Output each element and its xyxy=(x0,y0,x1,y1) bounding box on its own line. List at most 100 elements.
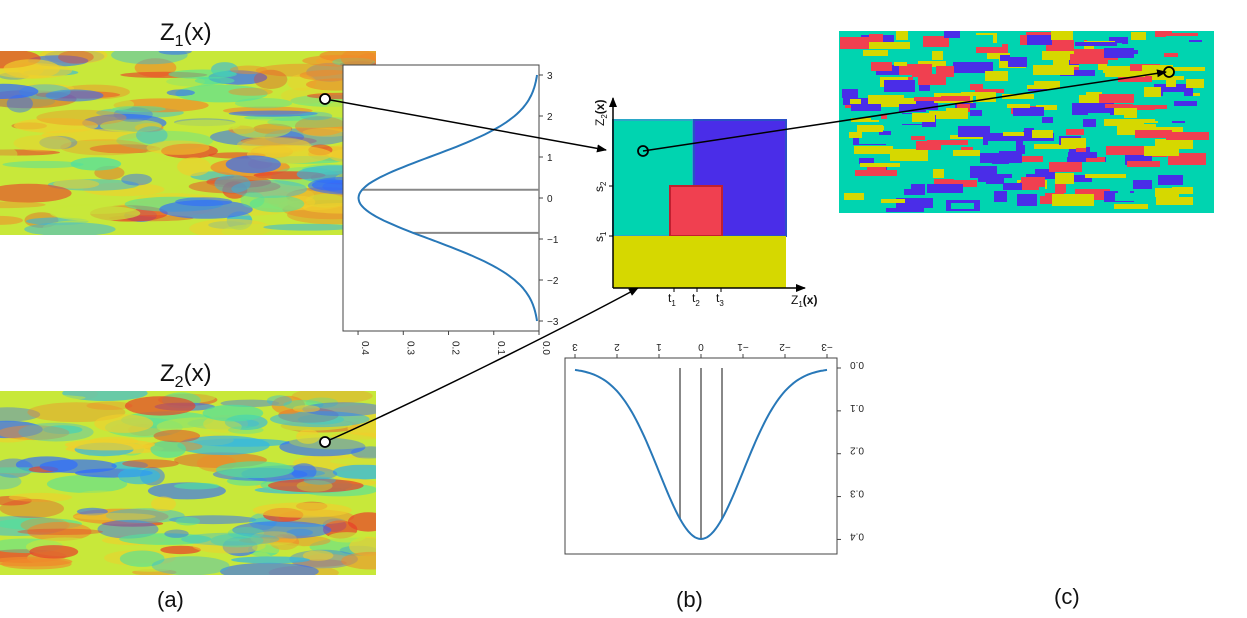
facies-patch xyxy=(844,193,864,200)
facies-patch xyxy=(849,132,862,138)
field-blob xyxy=(53,179,100,189)
field-blob xyxy=(268,478,364,493)
field-blob xyxy=(252,502,352,518)
facies-patch xyxy=(927,184,963,193)
facies-patch xyxy=(1155,31,1172,37)
facies-patch xyxy=(1172,187,1193,194)
field-blob xyxy=(0,147,18,161)
field-blob xyxy=(29,545,79,559)
facies-patch xyxy=(1072,103,1088,115)
field-blob xyxy=(0,420,43,439)
facies-patch xyxy=(1083,119,1096,127)
field-blob xyxy=(220,562,319,575)
y-tick-label: 0.3 xyxy=(850,488,864,499)
facies-patch xyxy=(1026,32,1068,37)
facies-patch xyxy=(1032,130,1053,138)
z2-title: Z2(x) xyxy=(160,360,212,391)
field-blob xyxy=(27,522,92,541)
y-tick-label: 0.4 xyxy=(850,530,864,541)
facies-patch xyxy=(1171,67,1205,71)
facies-patch xyxy=(1027,35,1052,45)
x-tick-label: 1 xyxy=(656,341,662,352)
field-blob xyxy=(0,425,70,441)
facies-patch xyxy=(879,131,891,138)
y-tick-label: −2 xyxy=(547,276,559,287)
field-blob xyxy=(39,135,78,150)
field-blob xyxy=(164,529,189,538)
facies-patch xyxy=(859,158,874,164)
facies-map-image xyxy=(839,31,1214,213)
field-blob xyxy=(8,492,73,502)
field-blob xyxy=(214,174,251,193)
facies-patch xyxy=(1130,105,1167,110)
field-blob xyxy=(58,51,94,64)
facies-patch xyxy=(911,198,926,206)
facies-patch xyxy=(1002,94,1034,99)
facies-patch xyxy=(976,44,1008,53)
facies-patch xyxy=(951,203,974,209)
x-tick-label: −2 xyxy=(779,341,791,352)
facies-patch xyxy=(1105,71,1145,77)
facies-patch xyxy=(1076,148,1086,152)
facies-patch xyxy=(1033,65,1074,75)
facies-patch xyxy=(887,179,911,189)
facies-patch xyxy=(985,71,1008,81)
facies-point-marker xyxy=(1163,66,1175,78)
field-blob xyxy=(20,517,70,533)
facies-patch xyxy=(1103,66,1138,73)
facies-patch xyxy=(899,64,932,75)
field-blob xyxy=(2,160,84,169)
y-tick-label: 1 xyxy=(547,153,553,164)
facies-patch xyxy=(859,135,896,144)
facies-patch xyxy=(877,47,912,53)
field-blob xyxy=(168,69,237,79)
field-blob xyxy=(266,395,292,407)
facies-patch xyxy=(988,141,1016,151)
field-blob xyxy=(299,111,333,121)
facies-patch xyxy=(1003,183,1022,190)
facies-patch xyxy=(1182,114,1201,119)
field-blob xyxy=(36,109,127,126)
facies-patch xyxy=(863,50,888,56)
facies-patch xyxy=(854,146,893,154)
field-blob xyxy=(311,179,352,191)
field-blob xyxy=(0,201,46,209)
field-blob xyxy=(112,105,166,113)
arrow-z2-to-partition xyxy=(324,287,639,443)
facies-patch xyxy=(1144,87,1161,97)
facies-patch xyxy=(1079,59,1098,70)
facies-patch xyxy=(970,84,983,90)
facies-patch xyxy=(961,147,973,151)
facies-patch xyxy=(1173,49,1211,58)
partition-y-label: Z2(x) xyxy=(593,100,609,126)
facies-patch xyxy=(953,150,980,156)
facies-patch xyxy=(851,104,881,111)
partition-point-marker xyxy=(637,145,649,157)
facies-patch xyxy=(890,149,928,161)
facies-patch xyxy=(1057,90,1074,101)
facies-patch xyxy=(1088,103,1114,113)
field-blob xyxy=(210,533,264,548)
field-blob xyxy=(302,550,334,561)
facies-patch xyxy=(1070,54,1108,64)
field-blob xyxy=(17,528,103,535)
facies-patch xyxy=(961,92,996,96)
field-blob xyxy=(240,136,317,146)
facies-patch xyxy=(1079,92,1102,103)
x-tick-label: 0.4 xyxy=(359,341,370,355)
facies-patch xyxy=(1042,51,1079,60)
field-blob xyxy=(238,537,296,544)
facies-patch xyxy=(992,159,1009,164)
x-tick-label: 0.1 xyxy=(495,341,506,355)
facies-patch xyxy=(976,93,996,102)
partition-x-label: Z1(x) xyxy=(791,293,817,309)
facies-patch xyxy=(1061,138,1086,149)
facies-patch xyxy=(1055,183,1066,193)
facies-patch xyxy=(953,62,993,73)
field-blob xyxy=(225,155,281,174)
field-blob xyxy=(151,496,176,512)
facies-patch xyxy=(997,166,1035,174)
field-blob xyxy=(228,426,264,434)
facies-patch xyxy=(1093,142,1131,147)
